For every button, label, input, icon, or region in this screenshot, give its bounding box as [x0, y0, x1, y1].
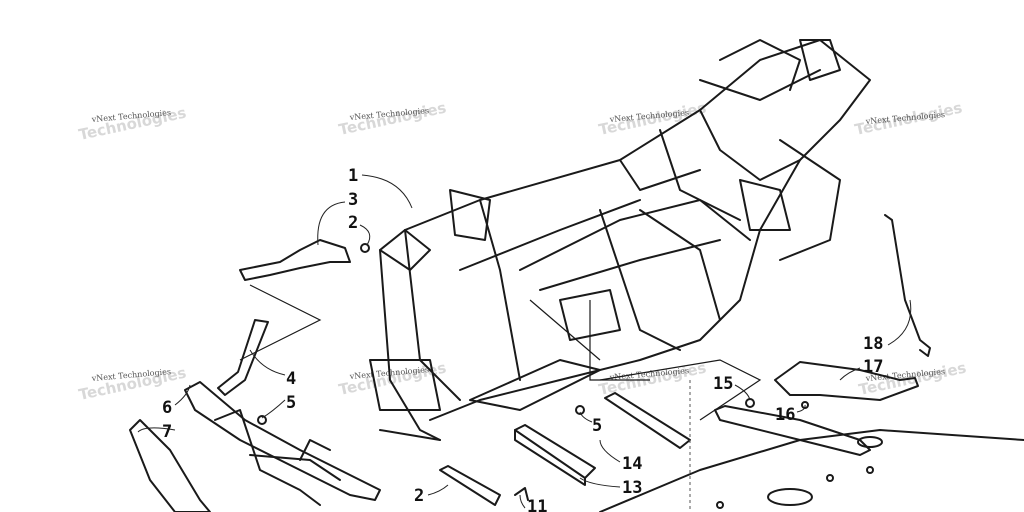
callout-17: 17 — [863, 357, 883, 377]
construction-lines — [239, 284, 762, 512]
callout-7: 7 — [162, 422, 172, 442]
skid-plate-13 — [514, 424, 596, 486]
callout-5: 5 — [286, 393, 296, 413]
callout-5b: 5 — [592, 416, 602, 436]
callout-3: 3 — [348, 190, 358, 210]
watermark-2: Technologies vNext Technologies — [337, 99, 448, 139]
main-frame — [369, 39, 871, 441]
leader-lines — [137, 174, 912, 509]
rear-bracket-17 — [774, 361, 919, 401]
callout-16: 16 — [775, 405, 795, 425]
front-brace — [217, 319, 269, 396]
fastener-15 — [745, 398, 755, 408]
watermark-3: Technologies vNext Technologies — [597, 99, 708, 139]
callout-2: 2 — [348, 213, 358, 233]
front-plate — [129, 419, 211, 512]
callout-1: 1 — [348, 166, 358, 186]
callout-13: 13 — [622, 478, 642, 498]
watermark-4: Technologies vNext Technologies — [853, 99, 964, 139]
callout-labels: 1 3 2 4 5 6 7 5 14 13 15 16 17 18 2 11 — [162, 166, 883, 512]
callout-14: 14 — [622, 454, 642, 474]
watermark-1: Technologies vNext Technologies — [77, 104, 188, 144]
callout-15: 15 — [713, 374, 733, 394]
link-rod — [439, 465, 529, 506]
front-bumper — [184, 381, 381, 506]
callout-18: 18 — [863, 334, 883, 354]
callout-2b: 2 — [414, 486, 424, 506]
callout-11: 11 — [527, 497, 547, 512]
rear-rod — [884, 214, 931, 357]
callout-6: 6 — [162, 398, 172, 418]
floor-plate — [599, 429, 1024, 512]
skid-plate-14 — [604, 392, 691, 449]
left-bracket — [239, 239, 351, 281]
rear-bar-16 — [714, 405, 871, 456]
callout-4: 4 — [286, 369, 296, 389]
